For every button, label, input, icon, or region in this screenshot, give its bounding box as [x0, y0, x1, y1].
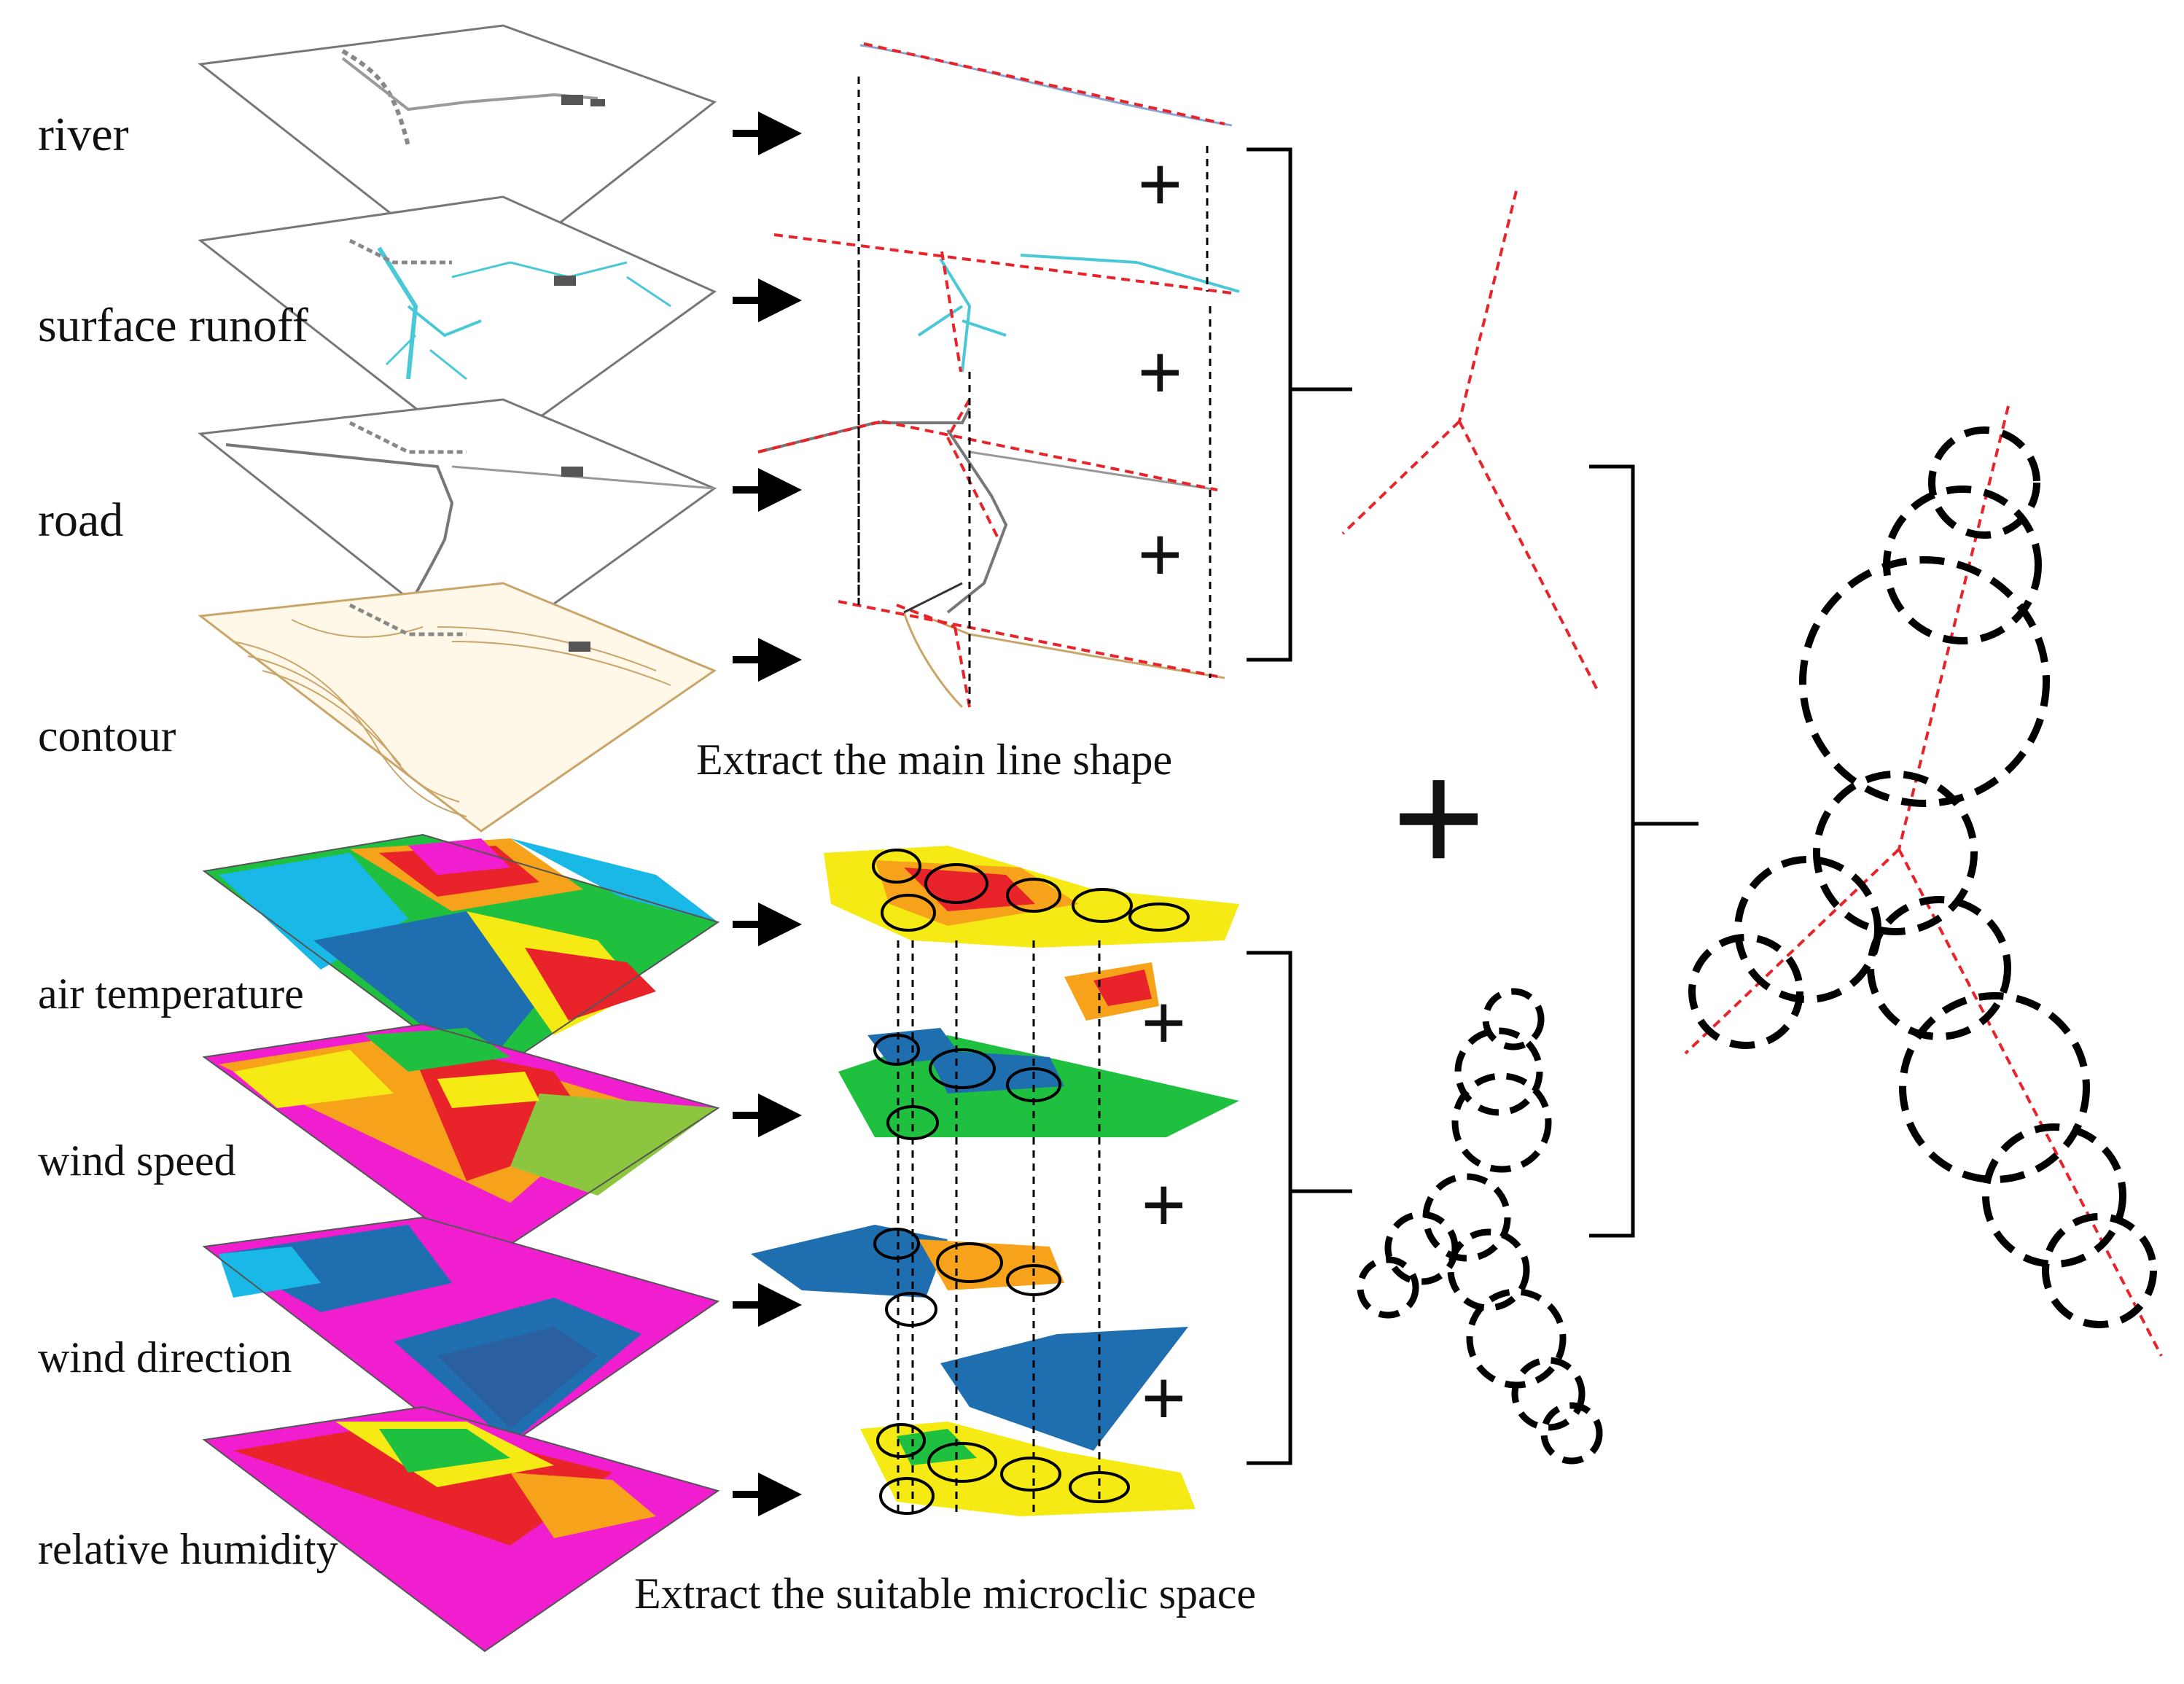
dashed-circle-icon: [1899, 992, 2090, 1183]
plus-icon: +: [1391, 725, 1486, 911]
relative-humidity-plane: [202, 1406, 720, 1653]
top-arrows: [733, 112, 802, 682]
dashed-circle-icon: [1384, 1211, 1459, 1285]
combine-bracket-icon: [1589, 464, 1699, 1238]
bottom-extracted-patches: [751, 846, 1239, 1516]
top-layer-stack: [198, 24, 717, 833]
river-plane: [198, 24, 717, 286]
dashed-circle-icon: [1447, 1228, 1530, 1311]
plus-icon: +: [1141, 1161, 1187, 1250]
layer-label-contour: contour: [38, 712, 176, 761]
dashed-circle-icon: [1454, 1027, 1543, 1116]
dashed-circle-icon: [1482, 988, 1545, 1050]
bottom-bracket-icon: [1247, 951, 1352, 1465]
dashed-circle-icon: [1422, 1173, 1511, 1262]
bottom-arrows: [733, 903, 802, 1516]
top-alignment-lines: [857, 77, 1212, 703]
layer-label-road: road: [38, 494, 123, 547]
dashed-circle-icon: [1813, 771, 1978, 935]
layer-label-surface-runoff: surface runoff: [38, 299, 308, 352]
dashed-circle-icon: [1928, 426, 2040, 539]
layer-label-wind-speed: wind speed: [38, 1137, 236, 1185]
bottom-layer-stack: [202, 833, 720, 1653]
plus-icon: +: [1137, 140, 1183, 229]
wind-speed-plane: [202, 1023, 720, 1263]
final-result: [1684, 405, 2163, 1357]
main-line-shape: [1341, 190, 1599, 692]
dashed-circle-icon: [1511, 1357, 1586, 1431]
microclimate-circle-cluster: [1357, 988, 1603, 1465]
plus-icon: +: [1137, 510, 1183, 599]
layer-label-river: river: [38, 108, 129, 161]
dashed-circle-icon: [2042, 1213, 2157, 1328]
air-temperature-plane: [202, 833, 720, 1080]
caption-main-line-shape: Extract the main line shape: [696, 736, 1172, 784]
surface-runoff-plane: [198, 195, 717, 461]
plus-icon: +: [1141, 978, 1187, 1067]
dashed-circle-icon: [1799, 556, 2050, 807]
dashed-circle-icon: [1982, 1123, 2126, 1268]
bottom-alignment-lines: [897, 940, 1101, 1516]
bottom-plus-signs: + + +: [1141, 978, 1187, 1443]
caption-suitable-microclimate-space: Extract the suitable microclic space: [634, 1570, 1256, 1618]
top-extracted-lines: [757, 42, 1240, 709]
layer-label-relative-humidity: relative humidity: [38, 1525, 338, 1573]
dashed-circle-icon: [1688, 934, 1803, 1049]
dashed-circle-icon: [1540, 1402, 1603, 1465]
plus-icon: +: [1141, 1354, 1187, 1443]
dashed-circle-icon: [1867, 896, 2011, 1040]
plus-icon: +: [1137, 328, 1183, 417]
dashed-circle-icon: [1357, 1256, 1419, 1319]
contour-plane: [198, 582, 717, 833]
top-bracket-icon: [1247, 147, 1352, 662]
top-plus-signs: + + +: [1137, 140, 1183, 599]
wind-direction-plane: [202, 1216, 720, 1463]
layer-label-air-temperature: air temperature: [38, 970, 304, 1018]
dashed-circle-icon: [1451, 1072, 1552, 1173]
dashed-circle-icon: [1734, 856, 1881, 1003]
layer-label-wind-direction: wind direction: [38, 1333, 292, 1381]
